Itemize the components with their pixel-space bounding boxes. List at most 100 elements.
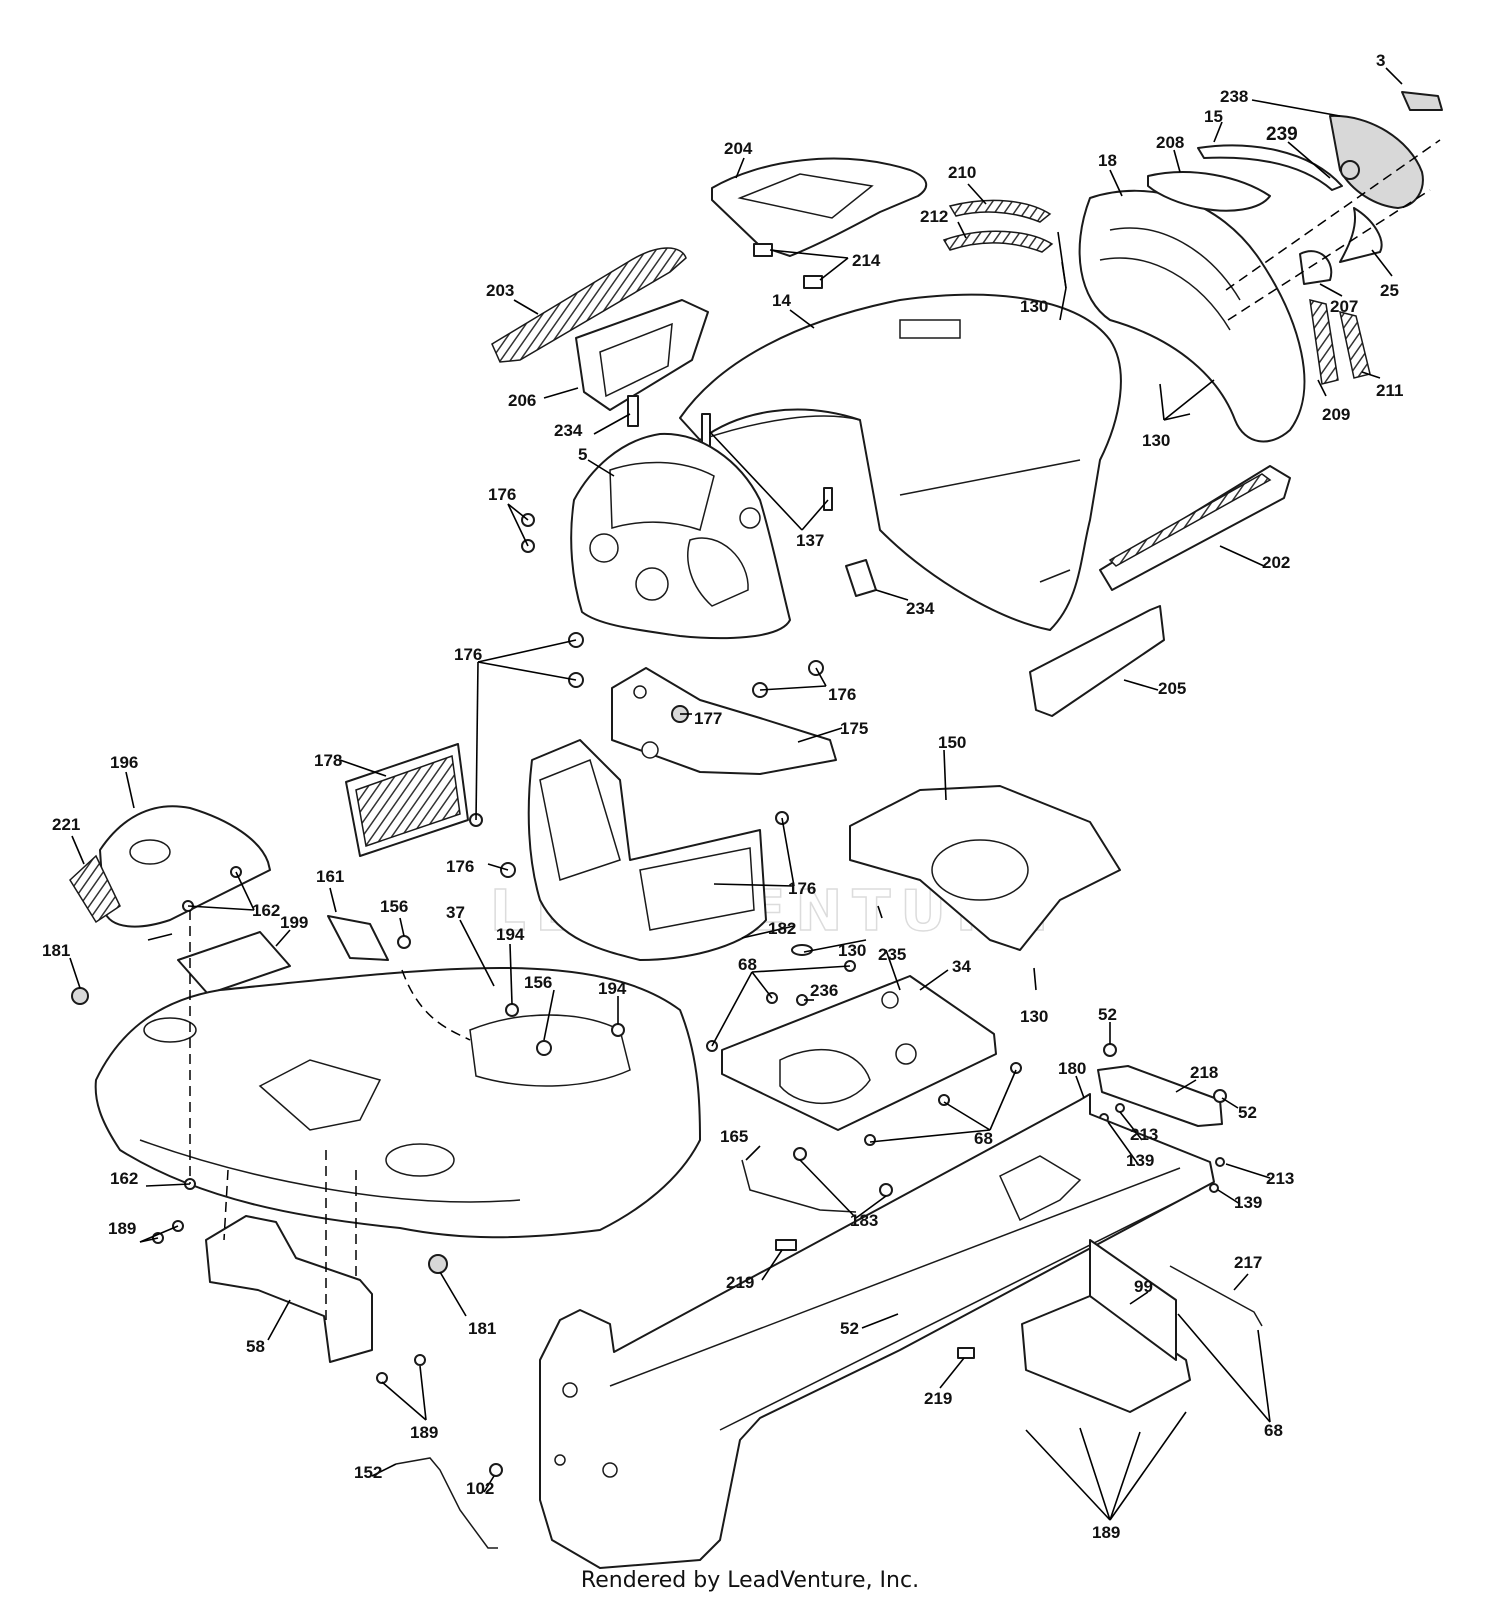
callout-label: 175 xyxy=(840,719,868,738)
callout-label: 189 xyxy=(108,1219,136,1238)
vent-panel-part xyxy=(345,743,469,857)
lever-part xyxy=(395,1457,498,1549)
callout-label: 176 xyxy=(488,485,516,504)
leader-lines xyxy=(69,67,1403,1521)
callout-label: 212 xyxy=(920,207,948,226)
fastener-part xyxy=(505,1003,519,1017)
callout-label: 238 xyxy=(1220,87,1248,106)
fastener-part xyxy=(536,1040,552,1056)
callout-label: 156 xyxy=(524,973,552,992)
callout-label: 206 xyxy=(508,391,536,410)
rod-part xyxy=(741,1159,857,1213)
switch-part xyxy=(957,1347,975,1359)
callout-label: 52 xyxy=(840,1319,859,1338)
clip-part xyxy=(753,243,773,257)
callout-label: 234 xyxy=(554,421,583,440)
callout-label: 194 xyxy=(496,925,525,944)
callout-label: 180 xyxy=(1058,1059,1086,1078)
dash-bracket-part xyxy=(611,667,837,775)
steering-cover-part xyxy=(99,805,271,928)
front-grille-part xyxy=(491,247,687,363)
callout-label: 194 xyxy=(598,979,627,998)
callout-label: 68 xyxy=(974,1129,993,1148)
callout-label: 213 xyxy=(1130,1125,1158,1144)
cable-cover-part xyxy=(327,915,389,961)
tape-strip-part xyxy=(845,559,877,597)
callout-label: 189 xyxy=(410,1423,438,1442)
callout-label: 217 xyxy=(1234,1253,1262,1272)
hold-down-rod-part xyxy=(1169,1265,1263,1327)
alignment-line xyxy=(1227,189,1431,321)
hairpin-part xyxy=(489,1463,503,1477)
callout-label: 213 xyxy=(1266,1169,1294,1188)
alignment-line xyxy=(1225,139,1441,291)
callout-label: 239 xyxy=(1266,124,1298,145)
callout-label: 214 xyxy=(852,251,881,270)
emblem-part xyxy=(1340,160,1360,180)
callout-label: 139 xyxy=(1234,1193,1262,1212)
callout-label: 130 xyxy=(1020,297,1048,316)
tape-strip-part xyxy=(627,395,639,427)
badge-part xyxy=(1401,91,1443,111)
bolt-189-part xyxy=(376,1372,388,1384)
side-slat-part xyxy=(1309,299,1339,385)
callout-label: 183 xyxy=(850,1211,878,1230)
callout-label: 52 xyxy=(1098,1005,1117,1024)
callout-label: 177 xyxy=(694,709,722,728)
callout-label: 15 xyxy=(1204,107,1223,126)
bolt-213-part xyxy=(1115,1103,1125,1113)
callout-label: 161 xyxy=(316,867,344,886)
side-slat-part xyxy=(1339,310,1371,379)
callout-label: 14 xyxy=(772,291,791,310)
bolt-part xyxy=(1010,1062,1022,1074)
callout-label: 130 xyxy=(1142,431,1170,450)
callout-label: 18 xyxy=(1098,151,1117,170)
floor-pan-part xyxy=(849,785,1121,951)
battery-tray-part xyxy=(1021,1239,1191,1413)
grommet-181-part xyxy=(71,987,89,1005)
bolt-189-part xyxy=(414,1354,426,1366)
callout-label: 52 xyxy=(1238,1103,1257,1122)
hood-insert-part xyxy=(711,157,928,257)
callout-label: 176 xyxy=(454,645,482,664)
frame-part xyxy=(539,1093,1215,1569)
callout-label: 99 xyxy=(1134,1277,1153,1296)
render-credit: Rendered by LeadVenture, Inc. xyxy=(580,1568,920,1593)
callout-label: 209 xyxy=(1322,405,1350,424)
bolt-part xyxy=(938,1094,950,1106)
callout-label: 176 xyxy=(788,879,816,898)
callout-label: 156 xyxy=(380,897,408,916)
callout-label: 130 xyxy=(838,941,866,960)
callout-label: 199 xyxy=(280,913,308,932)
dash-panel-part xyxy=(570,432,791,640)
callout-label: 181 xyxy=(468,1319,496,1338)
chin-panel-part xyxy=(1029,605,1165,717)
callout-label: 102 xyxy=(466,1479,494,1498)
bolt-183-part xyxy=(793,1147,807,1161)
callout-label: 181 xyxy=(42,941,70,960)
callout-label: 37 xyxy=(446,903,465,922)
callout-label: 152 xyxy=(354,1463,382,1482)
strip-part xyxy=(823,487,833,511)
callout-label: 139 xyxy=(1126,1151,1154,1170)
callout-label: 218 xyxy=(1190,1063,1218,1082)
grille-bracket-part xyxy=(575,299,709,411)
switch-part xyxy=(775,1239,797,1251)
callout-label: 3 xyxy=(1376,51,1385,70)
bumper-235-part xyxy=(791,944,813,956)
callout-label: 25 xyxy=(1380,281,1399,300)
nose-cone-part xyxy=(1329,114,1424,209)
fastener-part xyxy=(611,1023,625,1037)
callout-label: 162 xyxy=(252,901,280,920)
seat-pan-part xyxy=(721,975,997,1131)
cover-plate-part xyxy=(177,931,291,995)
callout-label: 68 xyxy=(738,955,757,974)
bolt-part xyxy=(864,1134,876,1146)
side-grille-part xyxy=(942,230,1054,253)
dash-lower-panel-part xyxy=(527,739,767,961)
callout-label: 203 xyxy=(486,281,514,300)
grommet-181-part xyxy=(428,1254,448,1274)
side-grille-part xyxy=(948,199,1052,223)
callout-label: 208 xyxy=(1156,133,1184,152)
